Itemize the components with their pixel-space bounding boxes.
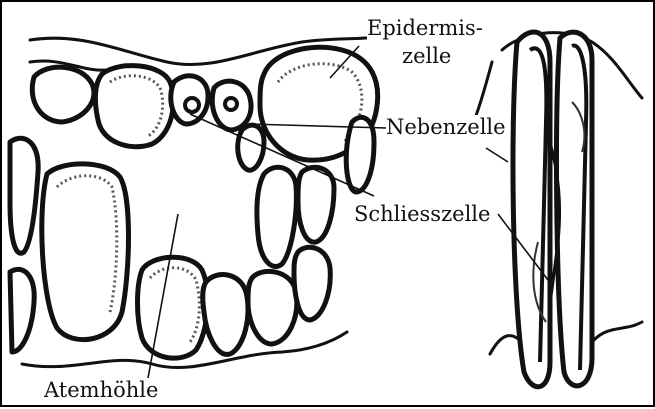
mesophyll-cell [298,167,334,242]
cross-section-view [10,32,397,368]
subsidiary-cell-section [238,125,264,170]
epidermal-cell [95,66,173,147]
label-epidermiszelle-line1: Epidermis- [367,16,483,40]
label-schliesszelle: Schliesszelle [354,202,490,226]
epidermal-cell-left [32,67,94,122]
mesophyll-cell [294,247,330,320]
mesophyll-cell [138,257,208,358]
label-nebenzelle: Nebenzelle [386,115,506,139]
mesophyll-cell [248,271,297,344]
guard-cell-right [212,81,251,130]
label-atemhoehle: Atemhöhle [44,378,158,402]
mesophyll-cell [257,167,296,266]
mesophyll-cell-edge [10,269,34,352]
mesophyll-cell [346,117,374,192]
leader-nebenzelle-right [486,148,508,162]
label-epidermiszelle-line2: zelle [402,44,451,68]
mesophyll-cell-edge [10,138,38,253]
mesophyll-cell [203,275,248,355]
surface-view [472,32,642,387]
surface-wall-lower-right [592,322,642,342]
